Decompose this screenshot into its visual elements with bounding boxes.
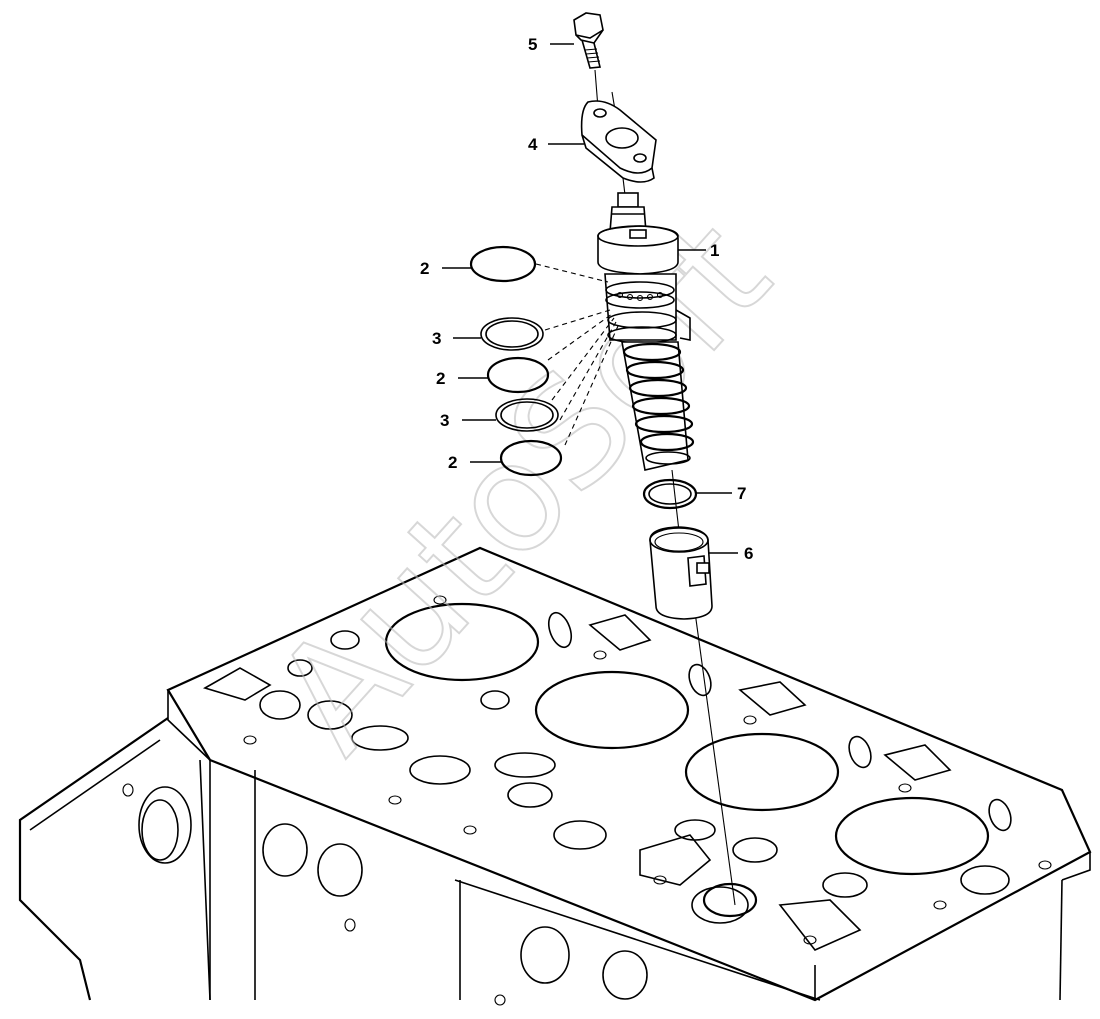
callout-4: 4 xyxy=(528,135,538,154)
part-2-oring-top xyxy=(469,245,537,283)
part-2-oring-bottom xyxy=(499,439,563,477)
assembly-dashed-lines xyxy=(535,263,619,446)
callout-3-upper: 3 xyxy=(432,329,441,348)
callout-7: 7 xyxy=(737,484,746,503)
part-7-seal-ring xyxy=(642,478,698,510)
injector-spring xyxy=(622,342,695,452)
part-6-sleeve xyxy=(649,526,713,620)
part-3-ring-lower xyxy=(495,398,559,432)
part-5-bolt xyxy=(573,12,604,109)
callout-3-lower: 3 xyxy=(440,411,449,430)
part-1-injector xyxy=(597,177,695,471)
callout-labels: 5 4 1 2 3 2 3 2 7 6 xyxy=(420,35,753,563)
callout-2-middle: 2 xyxy=(436,369,445,388)
callout-1: 1 xyxy=(710,241,719,260)
callout-5: 5 xyxy=(528,35,537,54)
part-3-ring-upper xyxy=(480,317,544,351)
engine-block xyxy=(18,546,1092,1006)
part-4-clamp xyxy=(580,100,657,183)
callout-leaders xyxy=(442,43,738,554)
callout-2-top: 2 xyxy=(420,259,429,278)
part-2-oring-middle xyxy=(486,356,550,394)
callout-2-bottom: 2 xyxy=(448,453,457,472)
callout-6: 6 xyxy=(744,544,753,563)
